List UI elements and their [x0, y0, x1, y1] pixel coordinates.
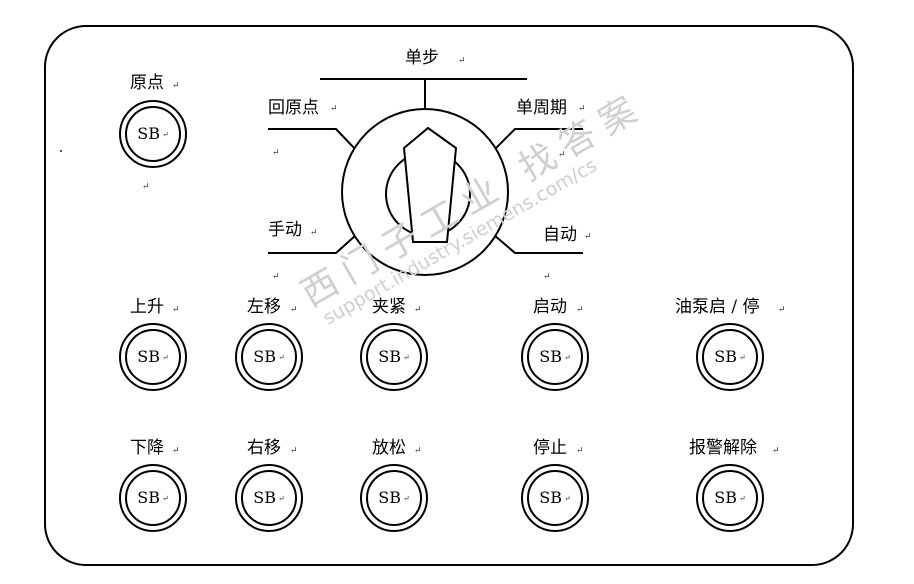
return-mark: ↵ [778, 305, 786, 315]
up-label: 上升 [130, 297, 164, 317]
return-mark: ↵ [278, 493, 285, 503]
selector-label-manual: 手动 [268, 220, 302, 240]
button-caption: SB [539, 488, 562, 507]
return-mark: ↵ [172, 305, 180, 315]
stray-dot [60, 150, 62, 152]
clamp-button[interactable]: SB↵ [360, 323, 428, 391]
down-label: 下降 [130, 438, 164, 458]
selector-label-auto: 自动 [543, 225, 577, 245]
selector-upper-left-lead [268, 128, 357, 151]
return-mark: ↵ [403, 493, 410, 503]
button-caption: SB [714, 347, 737, 366]
return-mark: ↵ [739, 493, 746, 503]
button-caption: SB [378, 347, 401, 366]
selector-upper-right-lead [493, 128, 583, 151]
return-mark: ↵ [564, 352, 571, 362]
control-panel [44, 25, 854, 566]
up-button[interactable]: SB↵ [119, 323, 187, 391]
return-mark: ↵ [172, 81, 180, 91]
start-button[interactable]: SB↵ [521, 323, 589, 391]
button-caption: SB [137, 488, 160, 507]
return-mark: ↵ [739, 352, 746, 362]
return-mark: ↵ [414, 305, 422, 315]
return-mark: ↵ [403, 352, 410, 362]
alarm-reset-button[interactable]: SB↵ [696, 464, 764, 532]
left-move-label: 左移 [247, 297, 281, 317]
selector-label-single-cycle: 单周期 [516, 98, 567, 118]
return-mark: ↵ [458, 56, 466, 66]
return-mark: ↵ [564, 493, 571, 503]
return-mark: ↵ [576, 446, 584, 456]
return-mark: ↵ [772, 446, 780, 456]
return-mark: ↵ [162, 493, 169, 503]
button-caption: SB [137, 124, 160, 143]
selector-lower-left-lead [268, 234, 357, 254]
pump-label: 油泵启 / 停 [675, 297, 760, 317]
button-caption: SB [253, 347, 276, 366]
right-move-button[interactable]: SB↵ [235, 464, 303, 532]
return-mark: ↵ [162, 129, 169, 139]
button-caption: SB [714, 488, 737, 507]
return-mark: ↵ [576, 305, 584, 315]
return-mark: ↵ [172, 446, 180, 456]
return-mark: ↵ [290, 305, 298, 315]
down-button[interactable]: SB↵ [119, 464, 187, 532]
return-mark: ↵ [330, 104, 338, 114]
return-mark: ↵ [414, 446, 422, 456]
home-button[interactable]: SB↵ [119, 100, 187, 168]
left-move-button[interactable]: SB↵ [235, 323, 303, 391]
return-mark: ↵ [272, 272, 280, 282]
pump-button[interactable]: SB↵ [696, 323, 764, 391]
stop-button[interactable]: SB↵ [521, 464, 589, 532]
release-label: 放松 [372, 438, 406, 458]
return-mark: ↵ [272, 148, 280, 158]
start-label: 启动 [533, 297, 567, 317]
selector-label-return-home: 回原点 [268, 98, 319, 118]
right-move-label: 右移 [247, 438, 281, 458]
selector-lower-right-lead [493, 234, 583, 254]
home-label: 原点 [130, 73, 164, 93]
return-mark: ↵ [278, 352, 285, 362]
selector-knob [402, 126, 458, 243]
clamp-label: 夹紧 [372, 297, 406, 317]
stop-label: 停止 [533, 438, 567, 458]
button-caption: SB [137, 347, 160, 366]
return-mark: ↵ [290, 446, 298, 456]
selector-label-single-step: 单步 [405, 48, 439, 68]
button-caption: SB [253, 488, 276, 507]
alarm-reset-label: 报警解除 [689, 438, 757, 458]
return-mark: ↵ [543, 272, 551, 282]
return-mark: ↵ [142, 182, 150, 192]
release-button[interactable]: SB↵ [360, 464, 428, 532]
button-caption: SB [539, 347, 562, 366]
return-mark: ↵ [578, 104, 586, 114]
button-caption: SB [378, 488, 401, 507]
return-mark: ↵ [584, 232, 592, 242]
return-mark: ↵ [310, 228, 318, 238]
return-mark: ↵ [162, 352, 169, 362]
return-mark: ↵ [558, 150, 566, 160]
